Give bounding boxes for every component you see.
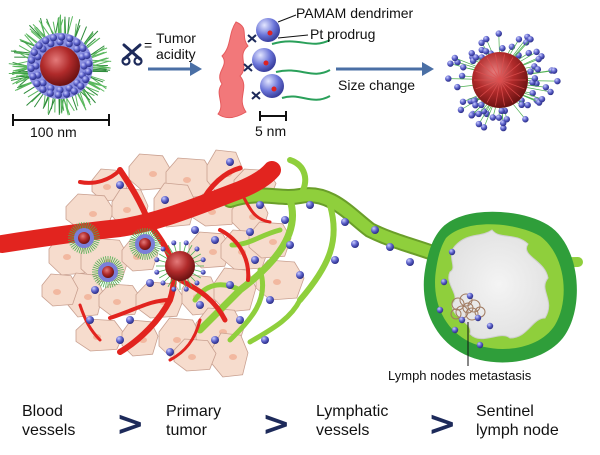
lymph-metastasis-label: Lymph nodes metastasis — [388, 369, 531, 383]
pamam-dendrimer — [256, 18, 280, 42]
nanoparticle-core — [40, 46, 80, 86]
nanoparticle-large — [9, 15, 111, 116]
pt-prodrug-label: Pt prodrug — [310, 27, 375, 42]
pamam-dendrimer-label: PAMAM dendrimer — [296, 6, 413, 21]
tumor-surface — [218, 22, 248, 118]
scale-label-5nm: 5 nm — [255, 124, 286, 139]
arrow-to-tumor — [148, 62, 202, 76]
size-change-label: Size change — [338, 78, 415, 93]
flow-separator: > — [428, 407, 457, 441]
equals-sign: = — [144, 38, 152, 53]
scale-bar-5nm — [260, 111, 286, 121]
scale-label-100nm: 100 nm — [30, 125, 77, 140]
flow-lymphatic-vessels: Lymphatic vessels — [316, 402, 388, 440]
flow-separator: > — [116, 407, 145, 441]
released-nanoparticle — [445, 30, 561, 131]
flow-blood-vessels: Blood vessels — [22, 402, 75, 440]
pamam-dendrimer — [252, 48, 276, 72]
tumor-acidity-label: Tumor acidity — [156, 30, 196, 62]
flow-primary-tumor: Primary tumor — [166, 402, 221, 440]
flow-sentinel-lymph-node: Sentinel lymph node — [476, 402, 559, 440]
scissors-icon — [123, 45, 142, 65]
flow-separator: > — [262, 407, 291, 441]
tumor-nanoparticle — [154, 240, 205, 291]
arrow-size-change — [336, 62, 434, 76]
sentinel-lymph-node — [424, 212, 577, 366]
pamam-dendrimer — [260, 74, 284, 98]
